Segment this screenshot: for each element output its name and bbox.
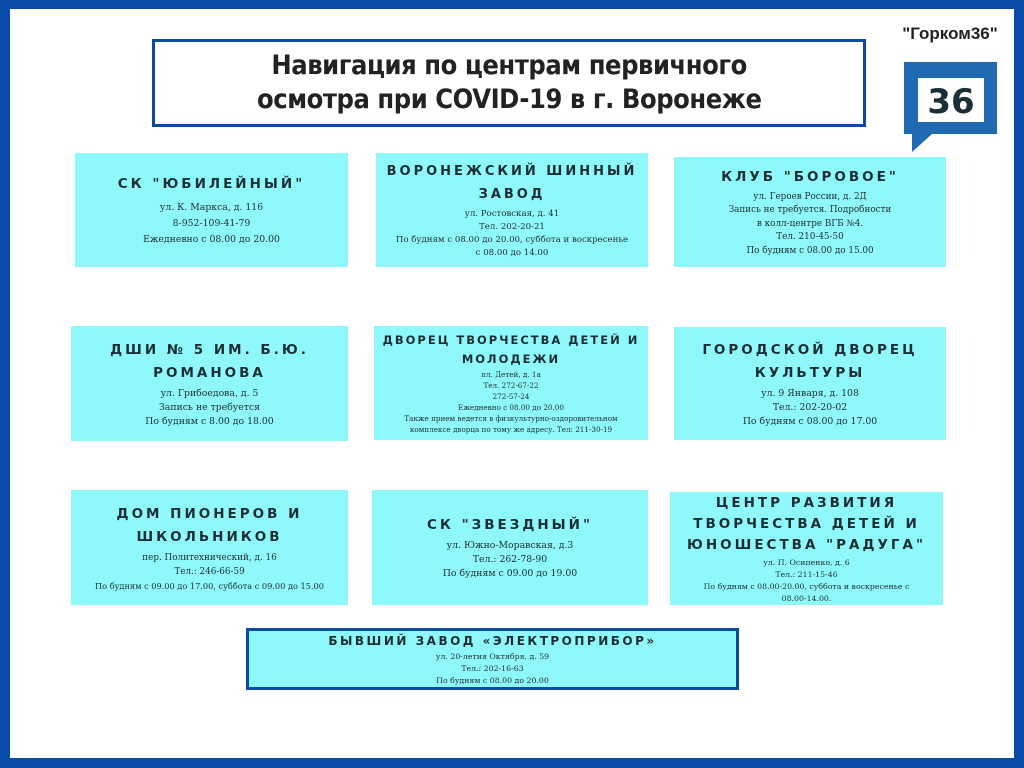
center-phone: 272-57-24 bbox=[492, 392, 530, 401]
center-title: ДОМ ПИОНЕРОВ И bbox=[116, 505, 303, 522]
center-note: Запись не требуется. Подробности bbox=[728, 205, 892, 216]
center-phone: Тел.: 246-66-59 bbox=[174, 566, 245, 577]
center-title: МОЛОДЕЖИ bbox=[461, 352, 561, 366]
center-hours: 08.00-14.00. bbox=[781, 593, 832, 603]
center-hours: По будням с 08.00 до 20.00, суббота и во… bbox=[395, 235, 629, 245]
center-phone: Тел.: 202-20-02 bbox=[772, 401, 848, 413]
center-address: ул. 9 Января, д. 108 bbox=[761, 387, 859, 399]
center-title: СК "ЗВЕЗДНЫЙ" bbox=[426, 517, 593, 533]
center-note: Запись не требуется bbox=[159, 401, 260, 413]
center-title: ЦЕНТР РАЗВИТИЯ bbox=[715, 494, 898, 511]
center-hours: Ежедневно с 08.00 до 20.00 bbox=[143, 233, 280, 245]
center-title: ЮНОШЕСТВА "РАДУГА" bbox=[687, 536, 926, 553]
center-address: ул. К. Маркса, д. 116 bbox=[159, 201, 264, 213]
center-hours: По будням с 08.00 до 20.00 bbox=[436, 676, 549, 685]
center-hours: По будням с 08.00 до 15.00 bbox=[746, 245, 874, 256]
center-address: пл. Детей, д. 1а bbox=[481, 370, 541, 379]
center-address: пер. Политехнический, д. 16 bbox=[142, 552, 277, 563]
center-card-dvorets-tvorchestva: ДВОРЕЦ ТВОРЧЕСТВА ДЕТЕЙ И МОЛОДЕЖИ пл. Д… bbox=[374, 326, 648, 440]
center-title: ВОРОНЕЖСКИЙ ШИННЫЙ bbox=[386, 164, 638, 179]
center-address: ул. 20-летия Октября, д. 59 bbox=[435, 652, 550, 661]
center-address: ул. Ростовская, д. 41 bbox=[464, 209, 560, 219]
center-hours: По будням с 08.00-20.00, суббота и воскр… bbox=[703, 581, 910, 591]
center-card-borovoe: КЛУБ "БОРОВОЕ" ул. Героев России, д. 2Д … bbox=[674, 157, 946, 267]
center-title: ЗАВОД bbox=[478, 187, 546, 202]
center-card-shinny-zavod: ВОРОНЕЖСКИЙ ШИННЫЙ ЗАВОД ул. Ростовская,… bbox=[376, 153, 648, 267]
center-card-gorodskoy-dvorets: ГОРОДСКОЙ ДВОРЕЦ КУЛЬТУРЫ ул. 9 Января, … bbox=[674, 327, 946, 440]
center-card-elektropribor: БЫВШИЙ ЗАВОД «ЭЛЕКТРОПРИБОР» ул. 20-лети… bbox=[246, 628, 739, 690]
center-phone: 8-952-109-41-79 bbox=[172, 217, 251, 229]
center-title: БЫВШИЙ ЗАВОД «ЭЛЕКТРОПРИБОР» bbox=[328, 634, 657, 648]
center-card-dom-pionerov: ДОМ ПИОНЕРОВ И ШКОЛЬНИКОВ пер. Политехни… bbox=[71, 490, 348, 605]
title-line-2: осмотра при COVID-19 в г. Воронеже bbox=[256, 84, 762, 115]
center-phone: Тел.: 211-15-46 bbox=[775, 569, 838, 579]
center-note: комплексе дворца по тому же адресу. Тел:… bbox=[409, 425, 613, 434]
center-phone: Тел. 272-67-22 bbox=[483, 381, 539, 390]
center-card-zvezdny: СК "ЗВЕЗДНЫЙ" ул. Южно-Моравская, д.3 Те… bbox=[372, 490, 648, 605]
svg-text:36: 36 bbox=[927, 82, 974, 122]
center-title: РОМАНОВА bbox=[153, 364, 266, 381]
center-title: КЛУБ "БОРОВОЕ" bbox=[721, 168, 899, 185]
center-card-raduga: ЦЕНТР РАЗВИТИЯ ТВОРЧЕСТВА ДЕТЕЙ И ЮНОШЕС… bbox=[670, 492, 943, 605]
center-title: КУЛЬТУРЫ bbox=[754, 364, 866, 381]
center-hours: По будням с 8.00 до 18.00 bbox=[145, 415, 274, 427]
center-title: ШКОЛЬНИКОВ bbox=[136, 528, 283, 545]
center-title: ТВОРЧЕСТВА ДЕТЕЙ И bbox=[693, 515, 920, 532]
gorkom36-logo-icon: 36 bbox=[904, 62, 997, 152]
center-title: ДВОРЕЦ ТВОРЧЕСТВА ДЕТЕЙ И bbox=[382, 333, 640, 347]
page-title: Навигация по центрам первичного осмотра … bbox=[152, 39, 866, 127]
center-title: ГОРОДСКОЙ ДВОРЕЦ bbox=[702, 341, 918, 358]
center-card-dshi-5: ДШИ № 5 ИМ. Б.Ю. РОМАНОВА ул. Грибоедова… bbox=[71, 326, 348, 441]
center-note: Также прием ведется в физкультурно-оздор… bbox=[404, 414, 618, 423]
center-hours: По будням с 08.00 до 17.00 bbox=[742, 415, 878, 427]
center-phone: Тел.: 262-78-90 bbox=[472, 554, 548, 565]
center-phone: Тел. 202-20-21 bbox=[479, 222, 545, 232]
center-address: ул. Грибоедова, д. 5 bbox=[160, 387, 259, 399]
center-hours: По будням с 09.00 до 19.00 bbox=[442, 568, 578, 579]
title-line-1: Навигация по центрам первичного bbox=[271, 50, 747, 81]
center-phone: Тел.: 202-16-63 bbox=[461, 664, 524, 673]
center-hours: Ежедневно с 08.00 до 20.00 bbox=[458, 403, 564, 412]
center-card-yubileyny: СК "ЮБИЛЕЙНЫЙ" ул. К. Маркса, д. 116 8-9… bbox=[75, 153, 348, 267]
center-hours: По будням с 09.00 до 17.00, суббота с 09… bbox=[95, 580, 324, 591]
center-title: СК "ЮБИЛЕЙНЫЙ" bbox=[117, 175, 306, 192]
center-hours: с 08.00 до 14.00 bbox=[475, 248, 549, 258]
center-title: ДШИ № 5 ИМ. Б.Ю. bbox=[110, 341, 309, 358]
brand-name: "Горком36" bbox=[902, 24, 998, 43]
center-address: ул. Героев России, д. 2Д bbox=[753, 191, 867, 202]
center-note: в колл-центре ВГБ №4. bbox=[756, 218, 864, 229]
center-address: ул. П. Осипенко, д. 6 bbox=[763, 557, 850, 567]
center-phone: Тел. 210-45-50 bbox=[776, 232, 844, 243]
center-address: ул. Южно-Моравская, д.3 bbox=[446, 540, 574, 551]
